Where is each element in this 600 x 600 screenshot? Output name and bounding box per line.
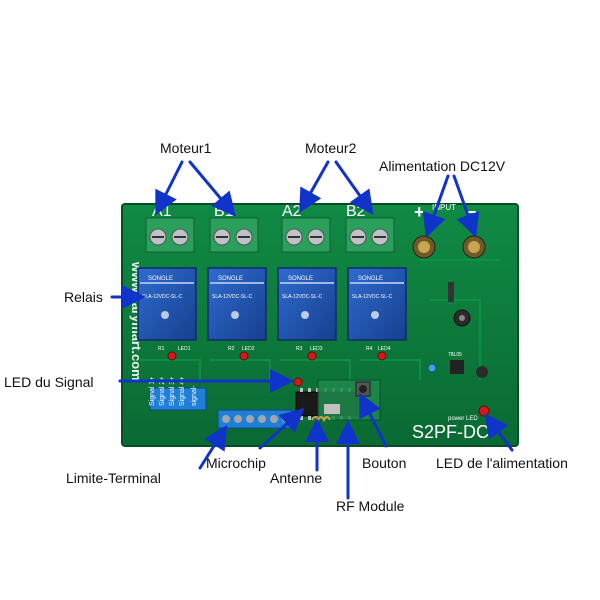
capacitor <box>453 309 471 327</box>
r2-label: R2 <box>228 346 235 352</box>
relay-2: SONGLE SLA-12VDC-SL-C <box>207 267 267 341</box>
arrow-alim-minus <box>452 174 480 238</box>
arrow-moteur1-left <box>155 160 184 216</box>
blue-led <box>427 363 437 373</box>
diode <box>448 282 454 302</box>
power-led <box>478 405 490 417</box>
terminal-block-a2 <box>281 217 331 253</box>
led-1 <box>167 351 177 361</box>
led-2 <box>239 351 249 361</box>
power-post-plus <box>412 235 436 259</box>
limit-terminal-block <box>149 387 293 429</box>
power-post-minus <box>462 235 486 259</box>
voltage-regulator <box>450 360 464 374</box>
led-3 <box>307 351 317 361</box>
r1-label: R1 <box>158 346 165 352</box>
relay-1: SONGLE SLA-12VDC-SL-C <box>137 267 197 341</box>
annotation-arrows <box>110 160 514 500</box>
relay-leds <box>167 351 387 361</box>
terminal-block-b2 <box>345 217 395 253</box>
model-label: S2PF-DC <box>412 422 489 442</box>
label-microchip: Microchip <box>206 455 266 471</box>
svg-text:SLA-12VDC-SL-C: SLA-12VDC-SL-C <box>352 294 393 300</box>
terminal-label-a2: A2 <box>282 203 302 220</box>
label-limite-terminal: Limite-Terminal <box>66 470 161 486</box>
svg-text:SONGLE: SONGLE <box>148 276 173 282</box>
arrow-bouton <box>359 392 388 448</box>
regulator-label: 78L05 <box>448 352 462 358</box>
signal-label-4: Signal 4+ <box>179 377 186 406</box>
arrow-moteur1-right <box>188 160 236 217</box>
arrow-moteur2-right <box>334 160 374 215</box>
arrow-limite <box>198 424 228 470</box>
terminal-block-b1 <box>209 217 259 253</box>
label-rf-module: RF Module <box>336 498 405 514</box>
signal-label-3: Signal 3+ <box>169 377 176 406</box>
input-label: INPUT <box>432 203 456 212</box>
label-led-signal: LED du Signal <box>4 374 94 390</box>
svg-text:SONGLE: SONGLE <box>358 276 383 282</box>
signal-led <box>293 377 303 387</box>
svg-text:SONGLE: SONGLE <box>288 276 313 282</box>
svg-text:SLA-12VDC-SL-C: SLA-12VDC-SL-C <box>282 294 323 300</box>
terminal-block-a1 <box>145 217 195 253</box>
label-led-alimentation: LED de l'alimentation <box>436 455 568 471</box>
svg-text:SLA-12VDC-SL-C: SLA-12VDC-SL-C <box>212 294 253 300</box>
power-led-label: power LED <box>448 416 478 422</box>
small-capacitor <box>476 366 488 378</box>
antenna-coil <box>311 416 331 423</box>
arrow-microchip <box>258 407 305 450</box>
r4-label: R4 <box>366 346 373 352</box>
led1-label: LED1 <box>178 346 191 352</box>
signal-label-neg: signal- <box>191 385 198 406</box>
push-button <box>355 381 371 397</box>
signal-label-2: Signal 2+ <box>159 377 166 406</box>
arrow-moteur2-left <box>299 160 330 214</box>
arrow-alim-plus <box>422 174 450 238</box>
r3-label: R3 <box>296 346 303 352</box>
arrow-led-alim <box>484 413 514 452</box>
led3-label: LED3 <box>310 346 323 352</box>
relay-4: SONGLE SLA-12VDC-SL-C <box>347 267 407 341</box>
svg-text:SLA-12VDC-SL-C: SLA-12VDC-SL-C <box>142 294 183 300</box>
label-antenne: Antenne <box>270 470 323 486</box>
relay-3: SONGLE SLA-12VDC-SL-C <box>277 267 337 341</box>
led2-label: LED2 <box>242 346 255 352</box>
plus-sign: + <box>414 202 425 222</box>
terminal-label-b2: B2 <box>346 203 366 220</box>
label-bouton: Bouton <box>362 455 407 471</box>
label-moteur1: Moteur1 <box>160 140 212 156</box>
led4-label: LED4 <box>378 346 391 352</box>
label-relais: Relais <box>64 289 103 305</box>
label-moteur2: Moteur2 <box>305 140 357 156</box>
signal-label-1: Signal 1+ <box>149 377 156 406</box>
svg-text:SONGLE: SONGLE <box>218 276 243 282</box>
label-alimentation: Alimentation DC12V <box>379 158 506 174</box>
led-4 <box>377 351 387 361</box>
